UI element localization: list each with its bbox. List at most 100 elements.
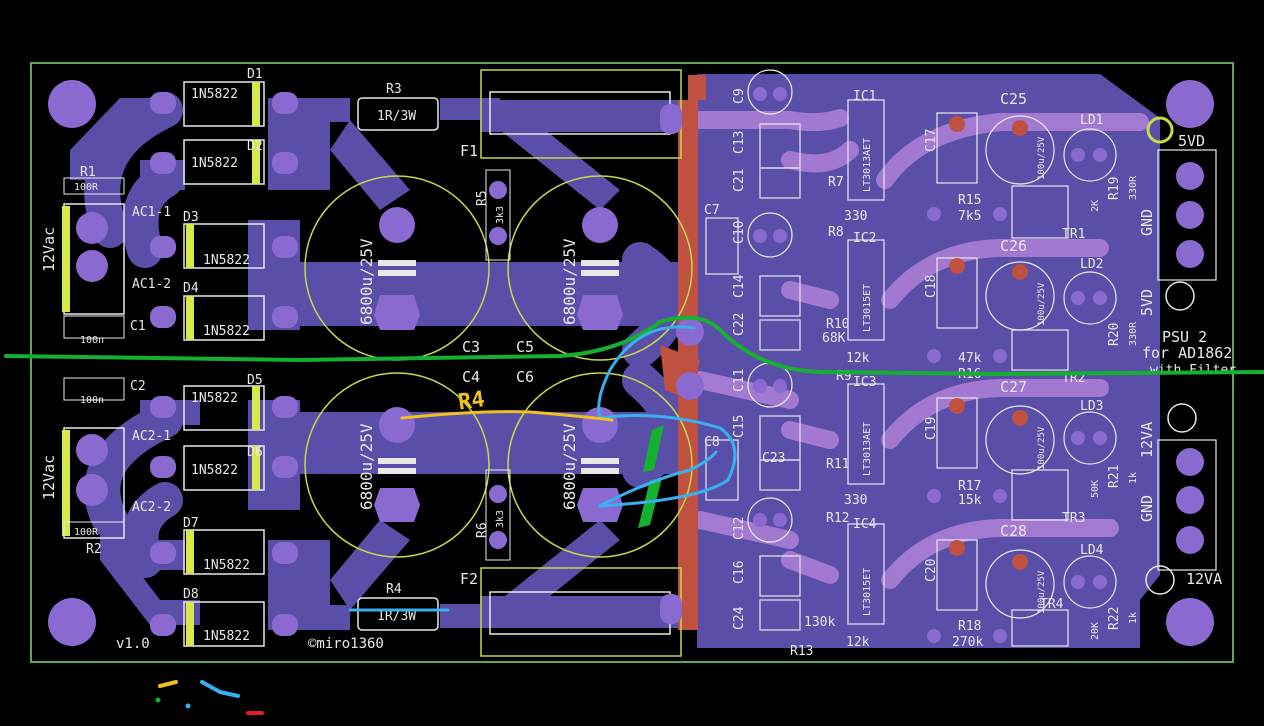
label-v7k5: 7k5	[958, 209, 981, 224]
label-ic3: IC3	[853, 375, 876, 390]
label-r13: R13	[790, 644, 813, 659]
label-c14: C14	[732, 274, 747, 298]
label-cap-100u-3: 100u/25V	[1037, 426, 1047, 470]
label-c1-value: 100n	[80, 335, 104, 346]
label-cap-100u-4: 100u/25V	[1037, 570, 1047, 614]
resistors-bleeder	[485, 169, 511, 561]
label-cap-c4: 6800u/25V	[357, 423, 376, 510]
label-v330b: 330	[844, 493, 867, 508]
ac-terminals	[62, 177, 125, 539]
label-ic1: IC1	[853, 89, 876, 104]
label-r22: R22	[1107, 607, 1122, 630]
label-ld1: LD1	[1080, 113, 1103, 128]
label-5vd-side: 5VD	[1138, 289, 1156, 316]
regulator-components	[705, 69, 1217, 647]
label-c15: C15	[732, 415, 747, 438]
annotation-green-line	[4, 315, 1264, 377]
label-c24: C24	[732, 606, 747, 630]
label-r3: R3	[386, 82, 402, 97]
label-r1-value: 100R	[74, 182, 99, 193]
label-r15: R15	[958, 193, 981, 208]
label-out-5vd: 5VD	[1178, 132, 1205, 150]
label-cap-c3: 6800u/25V	[357, 238, 376, 325]
bulk-capacitors	[304, 175, 693, 558]
label-cap-c5: 6800u/25V	[560, 238, 579, 325]
label-r12: R12	[826, 511, 849, 526]
label-r19: R19	[1107, 177, 1122, 200]
label-psu-title: PSU 2	[1162, 328, 1207, 346]
diode-bands	[186, 82, 260, 646]
label-gnd-bottom: GND	[1138, 495, 1156, 522]
label-r2-value: 100R	[74, 527, 99, 538]
label-c7: C7	[704, 203, 720, 218]
label-v270k: 270k	[952, 635, 983, 650]
label-diode-7: 1N5822	[203, 558, 250, 573]
label-diode-3: 1N5822	[203, 253, 250, 268]
label-r5: R5	[475, 190, 490, 206]
label-copyright: ©miro1360	[308, 636, 384, 652]
label-c16: C16	[732, 561, 747, 584]
label-c2-value: 100n	[80, 395, 104, 406]
label-r11: R11	[826, 457, 849, 472]
label-v1k-1: 1k	[1128, 472, 1139, 484]
label-v50k: 50K	[1090, 480, 1101, 498]
label-gnd-top: GND	[1138, 209, 1156, 236]
label-r5-value: 3k3	[495, 206, 506, 224]
label-f1: F1	[460, 142, 478, 160]
label-r17: R17	[958, 479, 981, 494]
label-c1: C1	[130, 319, 146, 334]
label-v330: 330	[844, 209, 867, 224]
label-v330r-2: 330R	[1128, 321, 1139, 346]
label-ic4-part: LT3015ET	[862, 568, 873, 616]
label-r6-value: 3k3	[495, 510, 506, 528]
label-ac2-1: AC2-1	[132, 429, 171, 444]
label-c22: C22	[732, 313, 747, 336]
diode-pads	[150, 92, 298, 636]
label-d4: D4	[183, 281, 199, 296]
label-r4: R4	[386, 582, 402, 597]
label-r8: R8	[828, 225, 844, 240]
label-c4: C4	[462, 368, 480, 386]
label-v12k: 12k	[846, 351, 870, 366]
label-d1: D1	[247, 67, 263, 82]
label-c3: C3	[462, 338, 480, 356]
label-ic2: IC2	[853, 231, 876, 246]
label-ld2: LD2	[1080, 257, 1103, 272]
label-d8: D8	[183, 587, 199, 602]
label-ld4: LD4	[1080, 543, 1104, 558]
label-c10: C10	[732, 221, 747, 244]
label-d5: D5	[247, 373, 263, 388]
label-ac1-2: AC1-2	[132, 277, 171, 292]
label-ac2-2: AC2-2	[132, 500, 171, 515]
annotation-blue-lines	[348, 325, 737, 612]
label-c6: C6	[516, 368, 534, 386]
label-tr4: TR4	[1040, 597, 1064, 612]
label-diode-1: 1N5822	[191, 87, 238, 102]
bulk-cap-markers	[378, 260, 619, 474]
label-diode-4: 1N5822	[203, 324, 250, 339]
label-c20: C20	[924, 559, 939, 582]
label-out-12va: 12VA	[1186, 570, 1222, 588]
label-c12: C12	[732, 517, 747, 540]
label-diode-6: 1N5822	[191, 463, 238, 478]
output-led-marks	[1145, 281, 1197, 595]
regulator-traces	[691, 109, 1149, 589]
label-diode-5: 1N5822	[191, 391, 238, 406]
label-c5: C5	[516, 338, 534, 356]
annotation-swatches	[155, 680, 264, 715]
label-diode-2: 1N5822	[191, 156, 238, 171]
label-r6: R6	[475, 522, 490, 538]
annotation-yellow-line	[400, 410, 614, 422]
label-v15k: 15k	[958, 493, 982, 508]
label-c17: C17	[924, 129, 939, 152]
mounting-holes	[48, 80, 1214, 646]
label-ld3: LD3	[1080, 399, 1103, 414]
label-12vac-bottom: 12Vac	[40, 455, 58, 500]
label-r7: R7	[828, 175, 844, 190]
label-ac1-1: AC1-1	[132, 205, 171, 220]
label-psu-sub: for AD1862	[1142, 344, 1232, 362]
resistors-power	[357, 97, 439, 631]
label-d3: D3	[183, 210, 199, 225]
label-c11: C11	[732, 369, 747, 392]
